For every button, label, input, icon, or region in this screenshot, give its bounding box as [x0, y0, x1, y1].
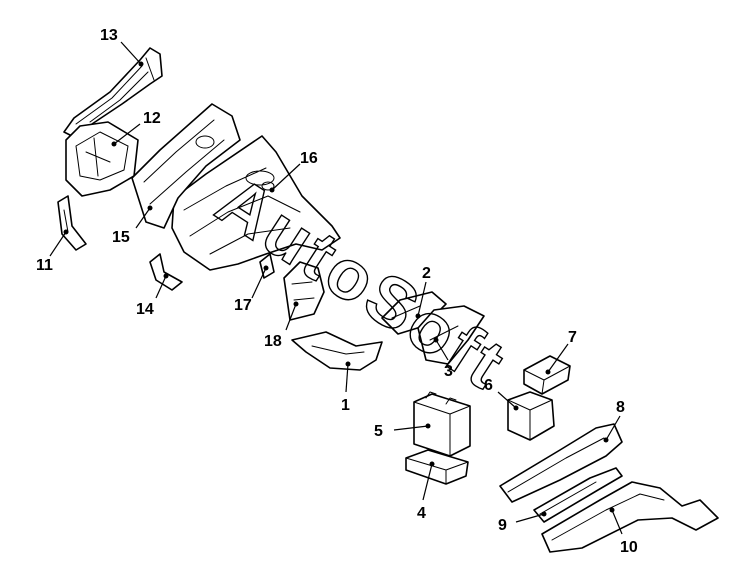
part-10-lower-rail [541, 481, 719, 553]
part-5-battery [413, 391, 471, 457]
callout-3: 3 [444, 363, 453, 380]
callout-1: 1 [341, 397, 350, 414]
part-15-inner-apron [131, 103, 241, 229]
callout-8: 8 [616, 399, 625, 416]
callout-7: 7 [568, 329, 577, 346]
part-3-mount-bracket [417, 305, 485, 365]
leader-lines [49, 41, 623, 535]
part-16-front-apron [171, 135, 341, 271]
callout-17: 17 [234, 297, 252, 314]
part-4-battery-base [405, 449, 469, 485]
part-7-module [523, 355, 571, 395]
callout-2: 2 [422, 265, 431, 282]
callout-18: 18 [264, 333, 282, 350]
part-6-holder [507, 391, 555, 441]
part-8-front-rail [499, 423, 623, 503]
callout-6: 6 [484, 377, 493, 394]
part-2-tray-bracket [381, 291, 447, 335]
callout-11: 11 [36, 257, 53, 274]
part-1-battery-tray [291, 331, 383, 371]
callout-9: 9 [498, 517, 507, 534]
callout-5: 5 [374, 423, 383, 440]
part-9-reinforcement [533, 467, 623, 523]
part-11-bracket [57, 195, 87, 251]
callout-10: 10 [620, 539, 638, 556]
callout-4: 4 [417, 505, 426, 522]
callout-14: 14 [136, 301, 154, 318]
callout-15: 15 [112, 229, 130, 246]
callout-13: 13 [100, 27, 118, 44]
callout-16: 16 [300, 150, 318, 167]
callout-labels: 13 12 16 15 11 14 17 18 2 3 1 7 6 5 4 8 … [36, 27, 638, 556]
part-14-bracket [149, 253, 183, 291]
callout-12: 12 [143, 110, 161, 127]
